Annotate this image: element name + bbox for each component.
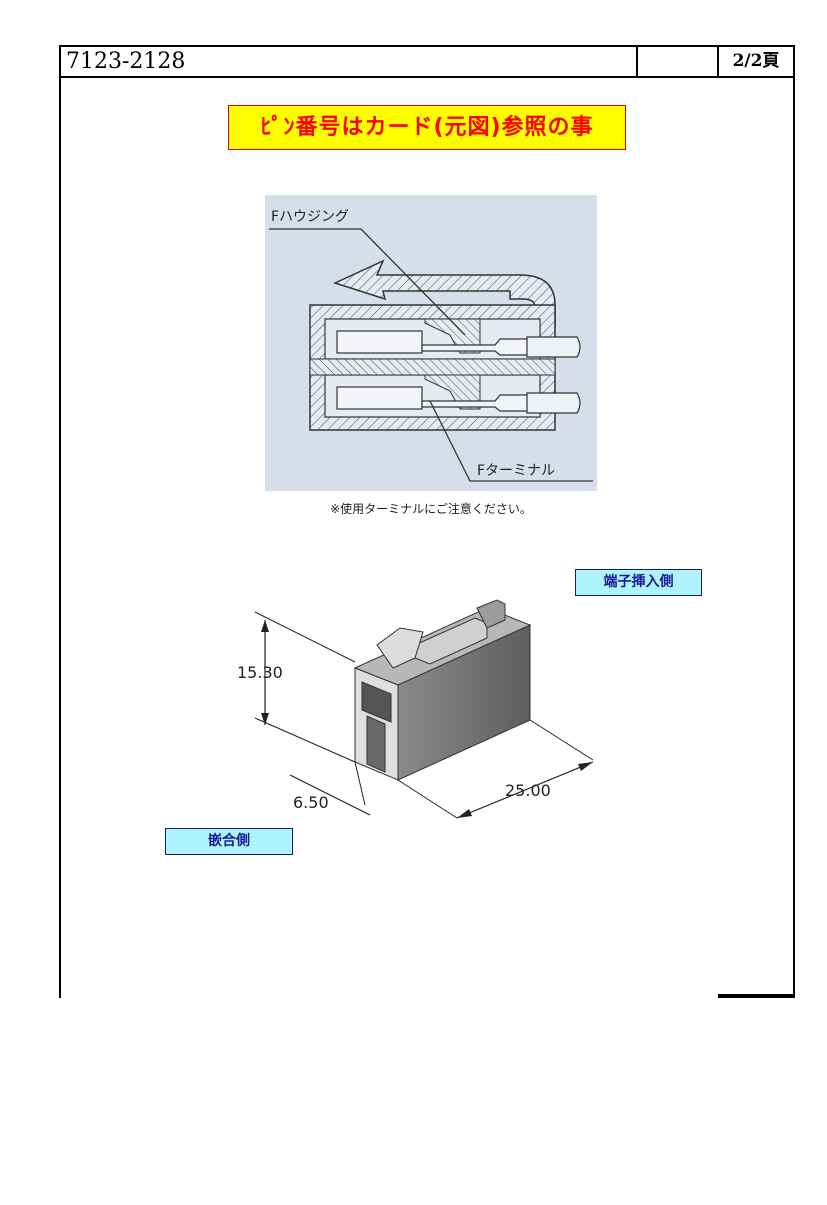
pin-number-notice: ﾋﾟﾝ番号はカード(元図)参照の事 [228,105,626,150]
frame-left-border [59,76,61,998]
upper-terminal-box [336,330,423,354]
frame-right-border [793,76,795,998]
dimension-length: 25.00 [505,781,551,800]
page-number: 2/2頁 [732,51,780,71]
upper-wire [526,336,581,358]
cross-section-drawing: Fハウジング Fターミナル [265,195,597,491]
title-block: 7123-2128 2/2頁 [59,45,795,78]
mating-side-tag: 嵌合側 [165,828,293,855]
dimension-height: 15.30 [237,663,283,682]
housing-leader [269,228,466,336]
part-number: 7123-2128 [61,47,638,76]
center-wall [309,358,556,376]
label-housing: Fハウジング [271,209,349,225]
terminal-caution-caption: ※使用ターミナルにご注意ください。 [330,502,532,516]
front-opening-lower [366,715,386,773]
terminal-insertion-side-tag: 端子挿入側 [575,569,702,596]
lower-terminal-box [336,386,423,410]
terminal-leader [429,400,593,482]
frame-bottom-mark [718,994,795,998]
latch-tab [376,627,424,669]
latch-slot [476,599,506,629]
lower-wire [526,392,581,414]
front-opening-upper [361,681,392,723]
label-terminal: Fターミナル [477,463,555,479]
dimension-width: 6.50 [293,793,329,812]
blank-cell [638,47,719,76]
isometric-housing-drawing: 15.30 6.50 25.00 [237,599,594,819]
